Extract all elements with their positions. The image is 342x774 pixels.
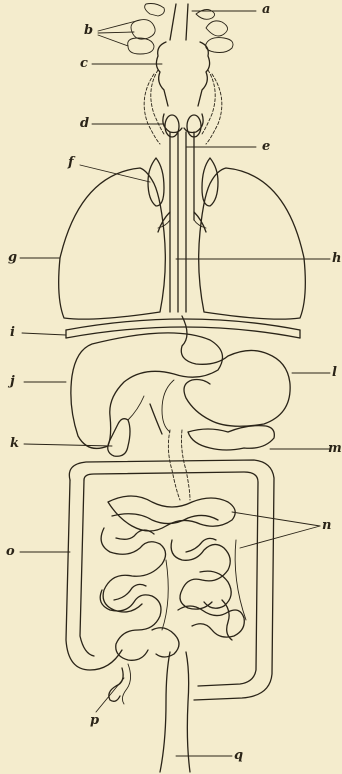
label-c: c xyxy=(80,57,88,70)
lungs xyxy=(59,168,306,319)
label-h: h xyxy=(332,252,341,265)
trachea-esophagus xyxy=(158,132,206,312)
pharynx xyxy=(144,4,222,144)
pancreas xyxy=(188,426,274,450)
label-a: a xyxy=(262,3,270,16)
label-k: k xyxy=(10,437,19,450)
label-p: p xyxy=(90,714,99,727)
label-n: n xyxy=(322,519,331,532)
duodenum xyxy=(150,404,190,500)
label-m: m xyxy=(328,442,342,455)
label-q: q xyxy=(234,749,243,762)
label-f: f xyxy=(68,156,74,169)
small-intestine xyxy=(100,496,246,660)
label-d: d xyxy=(80,117,89,130)
larynx xyxy=(163,114,203,137)
label-e: e xyxy=(262,140,270,153)
label-b: b xyxy=(84,24,93,37)
label-o: o xyxy=(6,545,15,558)
label-i: i xyxy=(10,326,15,339)
gallbladder xyxy=(108,396,144,456)
label-l: l xyxy=(332,366,337,379)
large-intestine xyxy=(66,460,274,700)
diaphragm xyxy=(66,319,300,338)
liver xyxy=(71,333,223,449)
appendix xyxy=(109,664,131,704)
rectum xyxy=(160,652,190,772)
label-g: g xyxy=(8,251,17,264)
label-j: j xyxy=(10,375,15,388)
